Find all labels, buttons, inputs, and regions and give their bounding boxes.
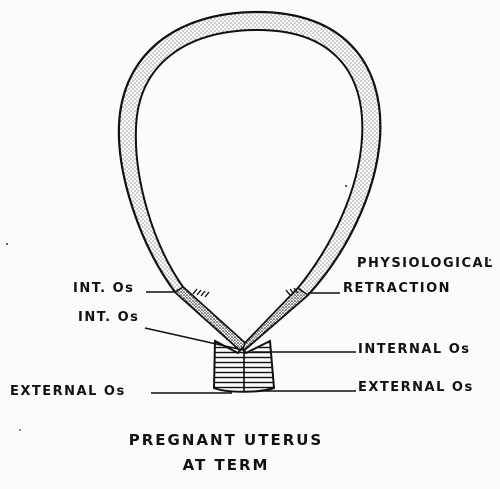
label-retraction: RETRACTION: [343, 281, 452, 296]
speck: [345, 185, 347, 187]
label-physiological: PHYSIOLOGICAL: [357, 256, 494, 271]
lower-segment-right: [240, 287, 310, 355]
label-internal-os-right: INTERNAL Os: [358, 342, 471, 357]
label-int-os-upper: INT. Os: [73, 281, 135, 296]
caption-line-2: AT TERM: [182, 456, 270, 474]
leader-int-os-lower: [144, 327, 244, 351]
speck: [6, 243, 8, 245]
caption-line-1: PREGNANT UTERUS: [128, 431, 324, 449]
speck: [19, 429, 21, 431]
speck: [489, 259, 491, 261]
label-int-os-lower: INT. Os: [78, 310, 140, 325]
label-external-os-right: EXTERNAL Os: [358, 380, 474, 395]
label-external-os-left: EXTERNAL Os: [10, 384, 126, 399]
retraction-ring-left: [192, 288, 210, 298]
retraction-ring-right: [285, 287, 299, 296]
uterus-inner-cavity: [134, 28, 364, 345]
